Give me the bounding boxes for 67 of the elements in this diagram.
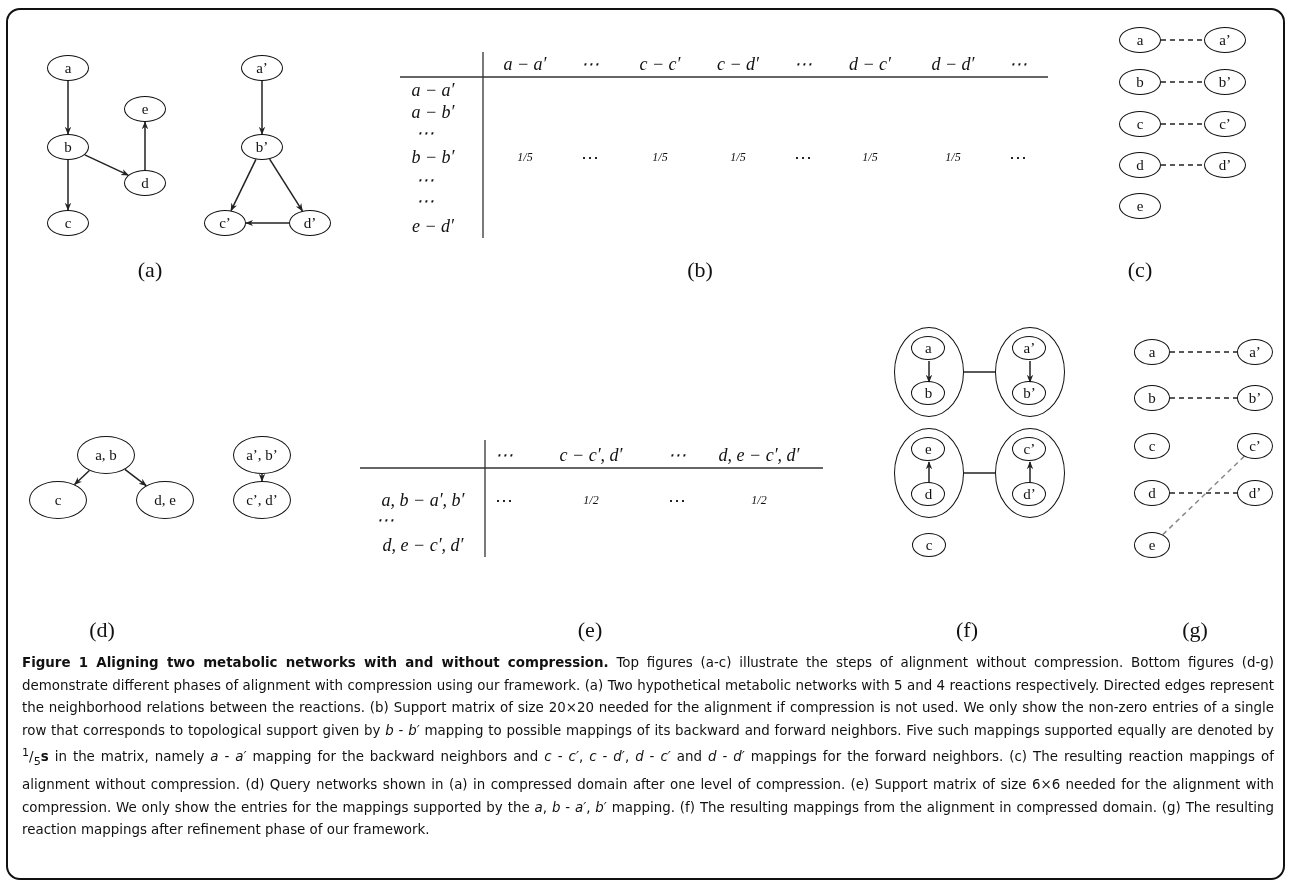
matrix-value: 1/5 bbox=[862, 149, 878, 165]
column-header: d − c′ bbox=[848, 53, 892, 75]
mapping-line bbox=[1169, 397, 1238, 399]
mapping-line bbox=[1160, 123, 1205, 125]
matrix-value: 1/2 bbox=[583, 492, 599, 508]
column-header: c − c′ bbox=[639, 53, 681, 75]
arrow bbox=[73, 469, 91, 486]
mapping-line bbox=[1169, 351, 1238, 353]
panel-label: (g) bbox=[1182, 617, 1208, 643]
row-header: ⋯ bbox=[416, 190, 434, 212]
panel-label: (b) bbox=[687, 257, 713, 283]
row-header: d, e − c′, d′ bbox=[382, 534, 464, 556]
column-header: c − c′, d′ bbox=[559, 444, 623, 466]
arrow bbox=[124, 468, 147, 487]
mapping-line bbox=[1160, 164, 1205, 166]
connector-line bbox=[963, 371, 996, 373]
arrow bbox=[245, 219, 290, 227]
matrix-value: 1/5 bbox=[730, 149, 746, 165]
arrow bbox=[64, 159, 72, 211]
column-header: ⋯ bbox=[794, 53, 812, 75]
row-header: b − b′ bbox=[411, 146, 455, 168]
connector-line bbox=[963, 472, 996, 474]
matrix-value: ⋯ bbox=[794, 146, 812, 168]
arrow bbox=[141, 121, 149, 171]
arrow bbox=[230, 158, 257, 212]
panel-label: (a) bbox=[137, 257, 163, 283]
column-header: d − d′ bbox=[931, 53, 975, 75]
matrix-value: ⋯ bbox=[668, 489, 686, 511]
arrow bbox=[925, 461, 933, 484]
row-header: a − a′ bbox=[411, 79, 455, 101]
arrow bbox=[258, 80, 266, 135]
row-header: a, b − a′, b′ bbox=[381, 489, 465, 511]
arrow bbox=[1026, 461, 1034, 484]
mapping-line bbox=[1160, 81, 1205, 83]
matrix-value: 1/2 bbox=[751, 492, 767, 508]
matrix-value: ⋯ bbox=[1009, 146, 1027, 168]
matrix-value: ⋯ bbox=[495, 489, 513, 511]
matrix-value: ⋯ bbox=[581, 146, 599, 168]
matrix-value: 1/5 bbox=[945, 149, 961, 165]
panel-label: (d) bbox=[89, 617, 115, 643]
panel-label: (f) bbox=[956, 617, 978, 643]
row-header: ⋯ bbox=[376, 509, 394, 531]
mapping-line bbox=[1160, 39, 1205, 41]
row-header: e − d′ bbox=[411, 215, 455, 237]
mapping-line bbox=[1169, 492, 1238, 494]
arrow bbox=[64, 80, 72, 135]
column-header: a − a′ bbox=[503, 53, 547, 75]
column-header: ⋯ bbox=[581, 53, 599, 75]
panel-label: (e) bbox=[577, 617, 603, 643]
arrow bbox=[1026, 360, 1034, 383]
matrix-value: 1/5 bbox=[652, 149, 668, 165]
column-header: ⋯ bbox=[495, 444, 513, 466]
arrow bbox=[268, 158, 304, 212]
row-header: ⋯ bbox=[416, 169, 434, 191]
row-header: ⋯ bbox=[416, 122, 434, 144]
mapping-line bbox=[1162, 455, 1245, 536]
column-header: d, e − c′, d′ bbox=[718, 444, 800, 466]
panel-label: (c) bbox=[1127, 257, 1153, 283]
arrow bbox=[925, 360, 933, 383]
row-header: a − b′ bbox=[411, 101, 455, 123]
column-header: c − d′ bbox=[716, 53, 760, 75]
column-header: ⋯ bbox=[668, 444, 686, 466]
matrix-value: 1/5 bbox=[517, 149, 533, 165]
column-header: ⋯ bbox=[1009, 53, 1027, 75]
arrow bbox=[258, 473, 266, 482]
arrow bbox=[84, 154, 129, 176]
figure-caption: Figure 1 Aligning two metabolic networks with and without compression. Top figures (a-c) illustrate the steps of alignment without compression. Bottom figures (d-g) demonstrate different phases of alignment with compression using our framework. (a) Two hypothetical metabolic networks with 5 and 4 reactions respectively. Directed edges represent the neighborhood relations between the reactions. (b) Support matrix of size 20×20 needed for the alignment if compression is not used. We only show the non-zero entries of a single row that corresponds to topological support given by b - b′ mapping to possible mappings of its backward and forward neighbors. Five such mappings supported equally are denoted by $^{1}$/$_{5}$s in the matrix, namely a- a′ mapping for the backward neighbors and c - c′, c - d′, d- c′ and d- d′ mappings for the forward neighbors. (c) The resulting reaction mappings of alignment without compression. (d) Query networks shown in (a) in compressed domain after one level of compression. (e) Support matrix of size 6×6 needed for the alignment with compression. We only show the entries for the mappings supported by the a, b - a′, b′ mapping. (f) The resulting mappings from the alignment in compressed domain. (g) The resulting reaction mappings after refinement phase of our framework. bbox=[22, 654, 1274, 840]
